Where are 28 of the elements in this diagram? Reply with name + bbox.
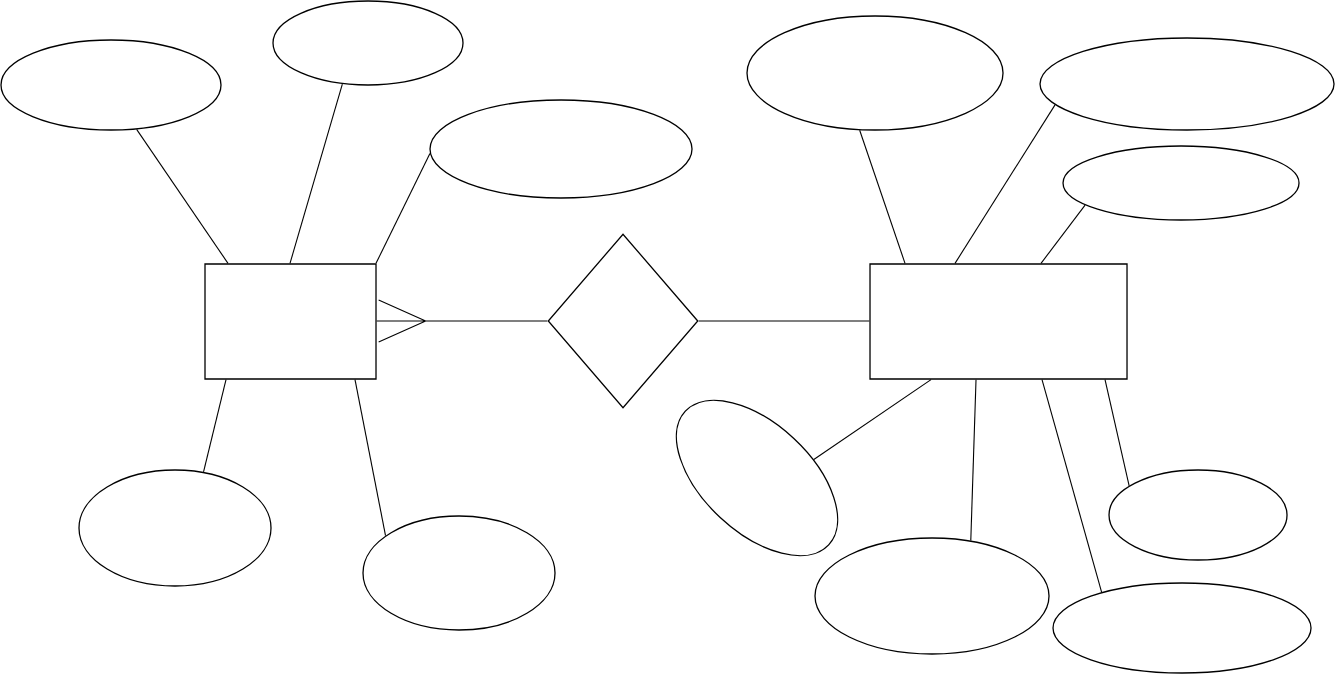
attribute-ellipse: [1039, 37, 1335, 131]
crows-foot-line: [376, 299, 548, 343]
connector-line: [354, 379, 387, 537]
connector-line: [813, 379, 932, 461]
connector-line: [1041, 379, 1103, 593]
attribute-ellipse: [1108, 469, 1288, 561]
connector-line: [698, 320, 870, 322]
attribute-ellipse: [1062, 145, 1300, 221]
connector-line: [289, 83, 343, 264]
connector-line: [970, 379, 977, 542]
entity-box: [204, 263, 377, 380]
attribute-ellipse: [0, 39, 222, 131]
connector-line: [1040, 204, 1086, 264]
attribute-ellipse: [814, 537, 1050, 655]
connector-line: [954, 104, 1056, 264]
attribute-ellipse: [362, 515, 556, 631]
attribute-ellipse: [1052, 582, 1312, 674]
connector-line: [859, 129, 906, 264]
connector-line: [203, 379, 227, 473]
attribute-ellipse: [746, 15, 1004, 131]
connector-line: [1104, 379, 1130, 487]
connector-line: [375, 153, 431, 264]
attribute-ellipse: [429, 99, 693, 199]
attribute-ellipse: [272, 0, 464, 86]
connector-line: [136, 128, 229, 264]
relationship-diamond: [547, 233, 699, 409]
entity-box: [869, 263, 1128, 380]
attribute-ellipse: [78, 469, 272, 587]
